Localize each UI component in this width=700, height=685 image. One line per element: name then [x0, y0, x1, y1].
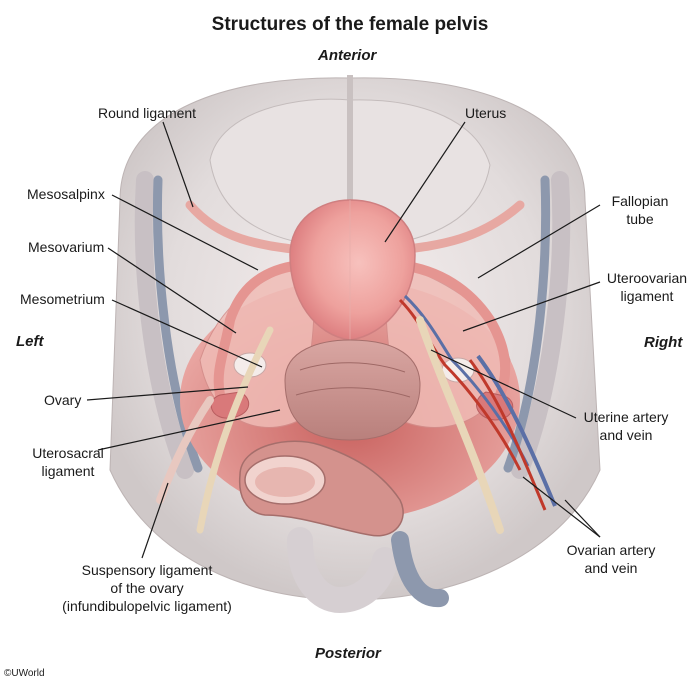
uterine-vein — [403, 294, 530, 467]
label-ovarian-artery-line2: and vein — [584, 560, 638, 576]
copyright-notice: ©UWorld — [4, 668, 45, 679]
label-uterine-artery-line1: Uterine artery — [583, 409, 669, 425]
label-uterosacral-ligament: Uterosacral ligament — [20, 444, 116, 480]
label-mesosalpinx: Mesosalpinx — [27, 186, 105, 202]
rectum — [284, 339, 421, 441]
label-ovary: Ovary — [44, 392, 82, 408]
leader-lines — [86, 121, 601, 559]
ovarian-artery — [468, 359, 547, 511]
label-mesovarium: Mesovarium — [28, 239, 105, 255]
label-uterosacral-line1: Uterosacral — [32, 445, 104, 461]
label-uterus: Uterus — [465, 105, 507, 121]
round-ligament-left — [185, 200, 305, 255]
label-uterine-artery-line2: and vein — [599, 427, 653, 443]
right-iliac-vessels — [511, 171, 571, 479]
label-fallopian-tube-line2: tube — [626, 211, 654, 227]
orientation-left: Left — [16, 333, 44, 350]
label-ovarian-artery-vein: Ovarian artery and vein — [552, 541, 670, 577]
label-uterosacral-line2: ligament — [41, 463, 95, 479]
ureter-left — [196, 326, 274, 534]
label-fallopian-tube: Fallopian tube — [600, 192, 680, 228]
orientation-right: Right — [644, 334, 683, 351]
label-round-ligament: Round ligament — [98, 105, 197, 121]
label-suspensory-line1: Suspensory ligament — [81, 562, 213, 578]
ovarian-vein — [476, 354, 557, 507]
label-uteroovarian-ligament: Uteroovarian ligament — [595, 269, 699, 305]
fallopian-tube-right — [395, 260, 511, 400]
diagram-title: Structures of the female pelvis — [211, 14, 489, 35]
label-suspensory-line2: of the ovary — [110, 580, 184, 596]
label-ovarian-artery-line1: Ovarian artery — [566, 542, 656, 558]
orientation-posterior: Posterior — [315, 645, 381, 662]
orientation-anterior: Anterior — [318, 47, 377, 64]
label-uteroovarian-line1: Uteroovarian — [606, 270, 688, 286]
common-iliac-vessels — [287, 527, 398, 614]
label-fallopian-tube-line1: Fallopian — [611, 193, 669, 209]
fallopian-tube-left — [213, 260, 305, 400]
label-suspensory-ligament: Suspensory ligament of the ovary (infund… — [42, 561, 252, 615]
label-uteroovarian-line2: ligament — [620, 288, 674, 304]
uterus-body — [289, 199, 416, 341]
label-suspensory-line3: (infundibulopelvic ligament) — [62, 598, 232, 614]
label-uterine-artery-vein: Uterine artery and vein — [572, 408, 680, 444]
label-mesometrium: Mesometrium — [20, 291, 105, 307]
ureter-right — [416, 316, 504, 534]
